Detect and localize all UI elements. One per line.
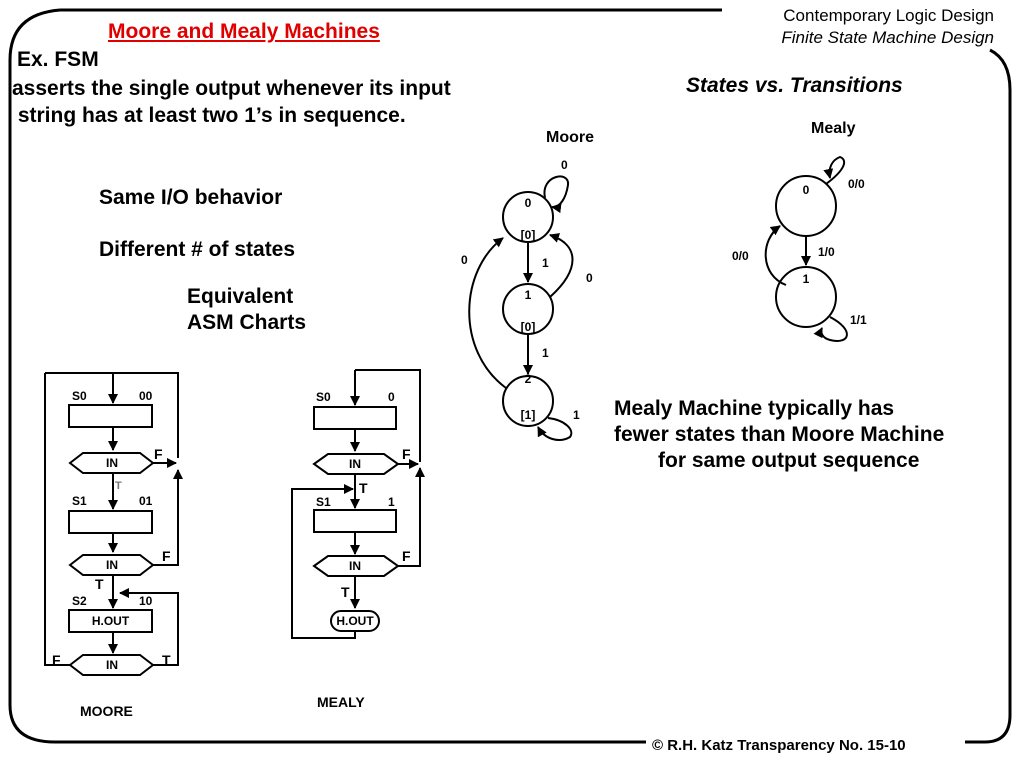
moore-asm-false-2: F xyxy=(162,548,171,564)
moore-state-1 xyxy=(502,283,554,335)
mealy-asm-output-label: H.OUT xyxy=(336,614,374,628)
mealy-asm-decision-1-label: IN xyxy=(349,457,361,471)
moore-edge-s0-self xyxy=(543,175,570,214)
moore-label-s2-self: 1 xyxy=(573,408,580,422)
mealy-edge-s1-s0 xyxy=(764,225,787,286)
moore-label-s1-s2: 1 xyxy=(542,346,549,360)
moore-asm-caption: MOORE xyxy=(80,703,133,719)
moore-label-s1-s0: 0 xyxy=(586,271,593,285)
mealy-asm-false-2: F xyxy=(402,548,411,564)
mealy-note: Mealy Machine typically has fewer states… xyxy=(614,396,944,474)
moore-edge-s2-self xyxy=(537,417,573,441)
mealy-label-s1-s0: 0/0 xyxy=(732,249,749,263)
mealy-label-s1-self: 1/1 xyxy=(850,313,867,327)
moore-state-2 xyxy=(502,375,554,427)
mealy-asm-box-s1 xyxy=(313,509,397,533)
mealy-asm-box-s0 xyxy=(313,406,397,430)
moore-asm-true-2: T xyxy=(95,576,104,592)
point-different-states: Different # of states xyxy=(99,238,296,261)
mealy-asm-true-2: T xyxy=(341,584,350,600)
mealy-note-line-1: Mealy Machine typically has xyxy=(614,397,895,420)
mealy-note-line-2: fewer states than Moore Machine xyxy=(614,423,945,446)
moore-state-2-name: 2 xyxy=(524,372,532,386)
moore-edge-s2-s0 xyxy=(468,237,507,389)
mealy-edge-s0-self xyxy=(823,155,846,185)
moore-state-1-output: [0] xyxy=(520,320,536,334)
moore-asm-box-s2 xyxy=(68,609,153,633)
description-line-2: string has at least two 1’s in sequence. xyxy=(12,104,406,127)
moore-asm-s2-code: 10 xyxy=(139,594,153,608)
moore-asm-s0-name: S0 xyxy=(72,389,87,403)
mealy-state-1 xyxy=(775,266,837,328)
header-chapter: Finite State Machine Design xyxy=(781,28,994,47)
moore-asm-true-1: T xyxy=(115,480,122,492)
point-same-io: Same I/O behavior xyxy=(99,186,283,209)
moore-state-0 xyxy=(502,191,554,243)
moore-asm-false-3: F xyxy=(52,652,61,668)
moore-asm-s1-code: 01 xyxy=(139,494,153,508)
moore-asm-box-s0 xyxy=(68,404,153,428)
mealy-asm-s1-name: S1 xyxy=(316,495,331,509)
mealy-asm-caption: MEALY xyxy=(317,694,365,710)
moore-asm-box-s1 xyxy=(68,510,153,534)
subtitle: States vs. Transitions xyxy=(686,74,903,97)
moore-asm-decision-3-label: IN xyxy=(106,658,118,672)
moore-label-s0-s1: 1 xyxy=(542,256,549,270)
header-course: Contemporary Logic Design xyxy=(783,6,994,25)
moore-asm-s0-code: 00 xyxy=(139,389,153,403)
moore-asm-s2-action: H.OUT xyxy=(91,614,130,628)
mealy-asm-false-1: F xyxy=(402,446,411,462)
mealy-note-line-3: for same output sequence xyxy=(658,449,920,472)
moore-label-s2-s0: 0 xyxy=(461,253,468,267)
moore-asm-true-3: T xyxy=(162,652,171,668)
mealy-asm-decision-2-label: IN xyxy=(349,559,361,573)
moore-state-0-output: [0] xyxy=(520,228,536,242)
point-equivalent: Equivalent xyxy=(187,285,294,308)
mealy-diagram-label: Mealy xyxy=(811,120,856,137)
moore-asm-false-1: F xyxy=(154,446,163,462)
mealy-state-0 xyxy=(775,175,837,237)
moore-asm-s1-name: S1 xyxy=(72,494,87,508)
moore-asm-decision-1-label: IN xyxy=(106,456,118,470)
slide-title: Moore and Mealy Machines xyxy=(108,20,380,43)
moore-state-2-output: [1] xyxy=(520,408,536,422)
mealy-state-1-name: 1 xyxy=(802,272,810,286)
mealy-edge-s1-self xyxy=(813,316,848,342)
moore-asm-decision-2-label: IN xyxy=(106,558,118,572)
moore-state-0-name: 0 xyxy=(524,196,532,210)
mealy-state-0-name: 0 xyxy=(802,183,810,197)
footer: © R.H. Katz Transparency No. 15-10 xyxy=(652,737,906,754)
mealy-asm-s1-code: 1 xyxy=(388,495,395,509)
moore-edge-s1-s0 xyxy=(549,233,574,298)
moore-diagram-label: Moore xyxy=(546,129,594,146)
moore-asm-s2-name: S2 xyxy=(72,594,87,608)
mealy-asm-true-1: T xyxy=(359,480,368,496)
moore-state-1-name: 1 xyxy=(524,288,532,302)
mealy-label-s0-s1: 1/0 xyxy=(818,245,835,259)
moore-label-s0-self: 0 xyxy=(561,158,568,172)
mealy-label-s0-self: 0/0 xyxy=(848,177,865,191)
description-line-1: asserts the single output whenever its i… xyxy=(12,77,451,100)
example-label: Ex. FSM xyxy=(17,48,99,71)
mealy-asm-s0-name: S0 xyxy=(316,390,331,404)
point-asm-charts: ASM Charts xyxy=(187,311,307,334)
mealy-asm-s0-code: 0 xyxy=(388,390,395,404)
